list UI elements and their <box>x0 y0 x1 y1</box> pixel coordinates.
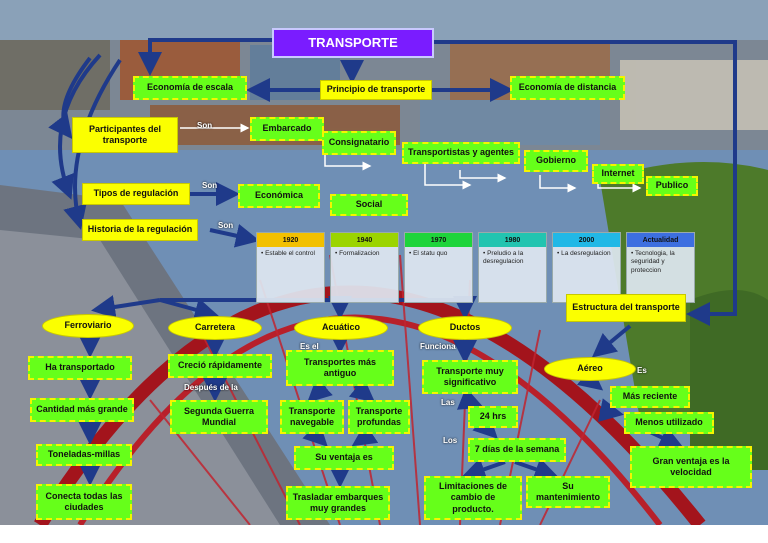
timeline-text: • El statu quo <box>409 250 448 257</box>
son-label-3: Son <box>218 221 234 230</box>
timeline-card: 1920 • Estable el control <box>256 232 325 303</box>
mantenimiento-node: Su mantenimiento <box>526 476 610 508</box>
timeline-card: 1980 • Preludio a la desregulacion <box>478 232 547 303</box>
cantidad-grande-node: Cantidad más grande <box>30 398 134 422</box>
despues-label: Después de la <box>184 383 238 392</box>
economia-escala-node: Economía de escala <box>133 76 247 100</box>
concept-map: TRANSPORTE Economía de escala Principio … <box>0 0 768 525</box>
gran-ventaja-node: Gran ventaja es la velocidad <box>630 446 752 488</box>
timeline-card: 1970 • El statu quo <box>404 232 473 303</box>
timeline-text: • La desregulacion <box>557 250 611 257</box>
social-node: Social <box>330 194 408 216</box>
ventajas-acuatico-node: Su ventaja es <box>294 446 394 470</box>
acuatico-node: Acuático <box>294 316 388 340</box>
timeline-text: • Tecnologia, la seguridad y proteccion <box>631 250 675 274</box>
internet-node: Internet <box>592 164 644 184</box>
trasladar-node: Trasladar embarques muy grandes <box>286 486 390 520</box>
embarcado-node: Embarcado <box>250 117 324 141</box>
limitaciones-node: Limitaciones de cambio de producto. <box>424 476 522 520</box>
ha-transportado-node: Ha transportado <box>28 356 132 380</box>
timeline-year: 2000 <box>553 233 620 247</box>
transportes-antiguo-node: Transportes más antiguo <box>286 350 394 386</box>
profundas-node: Transporte profundas <box>348 400 410 434</box>
navegable-node: Transporte navegable <box>280 400 344 434</box>
carretera-node: Carretera <box>168 316 262 340</box>
timeline-card: Actualidad • Tecnologia, la seguridad y p… <box>626 232 695 303</box>
ductos-node: Ductos <box>418 316 512 340</box>
timeline-text: • Estable el control <box>261 250 315 257</box>
estructura-node: Estructura del transporte <box>566 294 686 322</box>
gobierno-node: Gobierno <box>524 150 588 172</box>
timeline-text: • Formalizacion <box>335 250 380 257</box>
timeline-card: 2000 • La desregulacion <box>552 232 621 303</box>
24hrs-node: 24 hrs <box>468 406 518 428</box>
ferroviario-node: Ferroviario <box>42 314 134 338</box>
timeline-year: 1920 <box>257 233 324 247</box>
tipos-regulacion-node: Tipos de regulación <box>82 183 190 205</box>
participantes-node: Participantes del transporte <box>72 117 178 153</box>
es-label: Es <box>637 366 647 375</box>
timeline-text: • Preludio a la desregulacion <box>483 250 524 266</box>
publico-node: Publico <box>646 176 698 196</box>
mas-reciente-node: Más reciente <box>610 386 690 408</box>
timeline-year: Actualidad <box>627 233 694 247</box>
transportistas-node: Transportistas y agentes <box>402 142 520 164</box>
es-el-label: Es el <box>300 342 319 351</box>
son-label-2: Son <box>202 181 218 190</box>
funciona-label: Funciona <box>420 342 456 351</box>
conecta-node: Conecta todas las ciudades <box>36 484 132 520</box>
timeline-card: 1940 • Formalizacion <box>330 232 399 303</box>
7dias-node: 7 días de la semana <box>468 438 566 462</box>
las-label: Las <box>441 398 455 407</box>
crecio-node: Creció rápidamente <box>168 354 272 378</box>
page-title: TRANSPORTE <box>272 28 434 58</box>
timeline-year: 1980 <box>479 233 546 247</box>
toneladas-node: Toneladas-millas <box>36 444 132 466</box>
consignatario-node: Consignatario <box>322 131 396 155</box>
significativo-node: Transporte muy significativo <box>422 360 518 394</box>
son-label-1: Son <box>197 121 213 130</box>
economica-node: Económica <box>238 184 320 208</box>
economia-distancia-node: Economía de distancia <box>510 76 625 100</box>
menos-utilizado-node: Menos utilizado <box>624 412 714 434</box>
historia-regulacion-node: Historia de la regulación <box>82 219 198 241</box>
principio-transporte-node: Principio de transporte <box>320 80 432 100</box>
timeline-year: 1970 <box>405 233 472 247</box>
segunda-guerra-node: Segunda Guerra Mundial <box>170 400 268 434</box>
timeline-year: 1940 <box>331 233 398 247</box>
los-label: Los <box>443 436 458 445</box>
aereo-node: Aéreo <box>544 357 636 381</box>
